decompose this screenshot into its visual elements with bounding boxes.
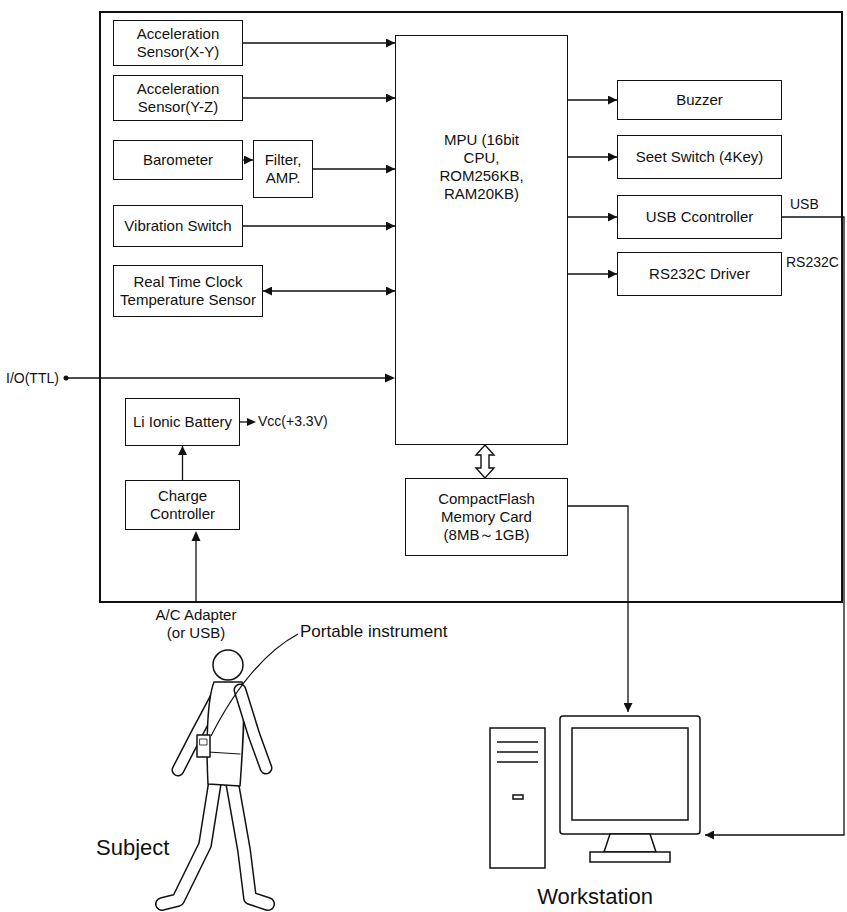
power-label: A/C Adapter (or USB) [146, 606, 246, 642]
process-box: Real Time Clock Temperature Sensor [113, 265, 263, 317]
node-text: USB Ccontroller [646, 208, 754, 226]
port-label: RS232C [786, 254, 839, 271]
bus-arrow [476, 445, 494, 478]
vcc-arrow [240, 418, 256, 426]
signal-arrow [243, 225, 395, 226]
signal-arrow [568, 273, 617, 274]
process-box: Acceleration Sensor(Y-Z) [113, 75, 243, 121]
signal-arrow [182, 446, 183, 480]
figure-label: Subject [96, 835, 169, 861]
signal-arrow [705, 217, 844, 835]
mpu-box: MPU (16bit CPU, ROM256KB, RAM20KB) [395, 35, 568, 445]
process-box: Seet Switch (4Key) [617, 135, 782, 179]
vcc-label: Vcc(+3.3V) [258, 413, 328, 430]
process-box: Filter, AMP. [253, 140, 313, 198]
callout-label: Portable instrument [300, 622, 447, 642]
node-text: MPU (16bit CPU, ROM256KB, RAM20KB) [427, 131, 537, 203]
signal-arrow [568, 99, 617, 100]
node-text: Acceleration Sensor(X-Y) [118, 25, 238, 61]
computer-figure [490, 716, 700, 868]
signal-arrow [243, 159, 253, 160]
signal-arrow [568, 156, 617, 157]
node-text: Seet Switch (4Key) [636, 148, 764, 166]
charge-controller-box: Charge Controller [125, 480, 240, 530]
process-box: Acceleration Sensor(X-Y) [113, 20, 243, 66]
node-text: RS232C Driver [649, 265, 750, 283]
process-box: Buzzer [617, 80, 782, 120]
node-text: Filter, AMP. [258, 151, 308, 187]
instrument-housing [100, 12, 842, 602]
subject-figure [162, 650, 268, 904]
signal-label: I/O(TTL) [6, 370, 59, 387]
leader-line [211, 634, 298, 736]
signal-arrow [243, 42, 395, 43]
node-text: CompactFlash Memory Card (8MB～1GB) [422, 490, 552, 544]
process-box: RS232C Driver [617, 252, 782, 296]
process-box: USB Ccontroller [617, 195, 782, 239]
process-box: Barometer [113, 140, 243, 180]
node-text: Li Ionic Battery [133, 413, 232, 431]
signal-arrow [568, 506, 628, 712]
signal-arrow [263, 290, 395, 291]
battery-box: Li Ionic Battery [125, 398, 240, 446]
port-label: USB [790, 196, 819, 213]
node-text: Vibration Switch [124, 217, 231, 235]
workstation-node: Workstation [485, 712, 705, 910]
process-box: Vibration Switch [113, 205, 243, 247]
signal-arrow [243, 97, 395, 98]
io-input-line [64, 374, 396, 383]
node-text: Charge Controller [130, 487, 235, 523]
node-text: Barometer [143, 151, 213, 169]
memory-card-box: CompactFlash Memory Card (8MB～1GB) [405, 478, 568, 556]
node-text: Buzzer [676, 91, 723, 109]
signal-arrow [313, 168, 395, 169]
node-text: Real Time Clock Temperature Sensor [118, 273, 258, 309]
node-text: Workstation [537, 884, 653, 910]
ac-adapter-arrow [192, 531, 201, 603]
node-text: Acceleration Sensor(Y-Z) [118, 80, 238, 116]
signal-arrow [568, 216, 617, 217]
